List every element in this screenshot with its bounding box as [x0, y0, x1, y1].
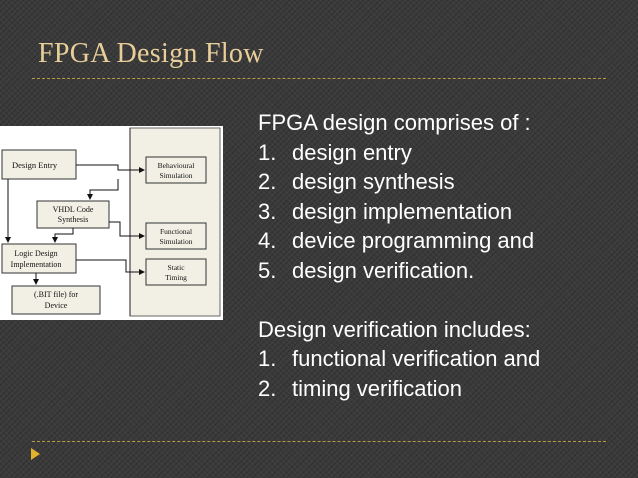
bit-file-box [11, 285, 101, 315]
list-item: 3. design implementation [258, 197, 628, 227]
fpga-flow-diagram: Design Entry VHDL Code Synthesis Logic D… [0, 126, 223, 320]
functional-label-line2: Simulation [160, 237, 193, 246]
list-text: design synthesis [292, 169, 455, 194]
footer-divider [32, 441, 606, 442]
design-entry-label: Design Entry [12, 160, 58, 170]
static-label-line1: Static [167, 263, 185, 272]
list-item: 2. timing verification [258, 374, 628, 404]
simulation-panel [129, 127, 221, 317]
list-item: 2. design synthesis [258, 167, 628, 197]
intro-text: FPGA design comprises of : [258, 110, 531, 135]
vhdl-to-logic-arrow [52, 228, 74, 243]
verification-list: 1. functional verification and 2. timing v… [258, 344, 628, 403]
list-number: 2. [258, 375, 277, 401]
verification-intro: Design verification includes: [258, 316, 531, 342]
list-number: 3. [258, 198, 277, 224]
list-number: 1. [258, 139, 277, 165]
title-divider [32, 78, 606, 79]
list-item: 4. device programming and [258, 226, 628, 256]
bit-label-line1: (.BIT file) for [34, 290, 78, 299]
logic-label-line2: Implementation [11, 260, 62, 269]
static-timing-box [145, 258, 207, 286]
list-text: timing verification [292, 375, 462, 401]
list-number: 5. [258, 257, 277, 283]
logic-to-timing-arrow [76, 259, 145, 275]
bit-label-line2: Device [45, 301, 68, 310]
entry-to-behavioural-arrow [76, 164, 145, 173]
list-text: design verification. [292, 257, 475, 283]
behavioural-simulation-box [145, 156, 207, 184]
functional-simulation-box [145, 222, 207, 250]
vhdl-label-line2: Synthesis [58, 215, 89, 224]
steps-list: 1. design entry 2. design synthesis 3. desi… [258, 138, 628, 286]
list-item: 1. functional verification and [258, 344, 628, 374]
vhdl-to-functional-arrow [109, 221, 145, 239]
slide-title: FPGA Design Flow [38, 38, 264, 69]
list-text: design entry [292, 139, 412, 165]
list-number: 4. [258, 228, 277, 253]
list-item: 5. design verification. [258, 256, 628, 286]
logic-label-line1: Logic Design [14, 249, 57, 258]
behavioural-label-line2: Simulation [160, 171, 193, 180]
triangle-bullet-icon [31, 448, 40, 460]
list-number: 1. [258, 346, 277, 371]
list-text: device programming and [292, 228, 535, 253]
list-number: 2. [258, 169, 277, 194]
behavioural-label-line1: Behavioural [158, 161, 195, 170]
list-item: 1. design entry [258, 138, 628, 168]
list-text: functional verification and [292, 346, 541, 371]
logic-design-box [1, 243, 77, 274]
vhdl-synthesis-box [36, 200, 110, 229]
list-text: design implementation [292, 198, 513, 224]
static-label-line2: Timing [165, 273, 187, 282]
vhdl-label-line1: VHDL Code [53, 205, 94, 214]
functional-label-line1: Functional [160, 227, 192, 236]
spacer [258, 285, 628, 315]
slide-body: FPGA design comprises of : 1. design entr… [258, 108, 628, 403]
flow-diagram-svg: Design Entry VHDL Code Synthesis Logic D… [1, 127, 221, 317]
entry-to-vhdl-arrow [87, 179, 119, 200]
